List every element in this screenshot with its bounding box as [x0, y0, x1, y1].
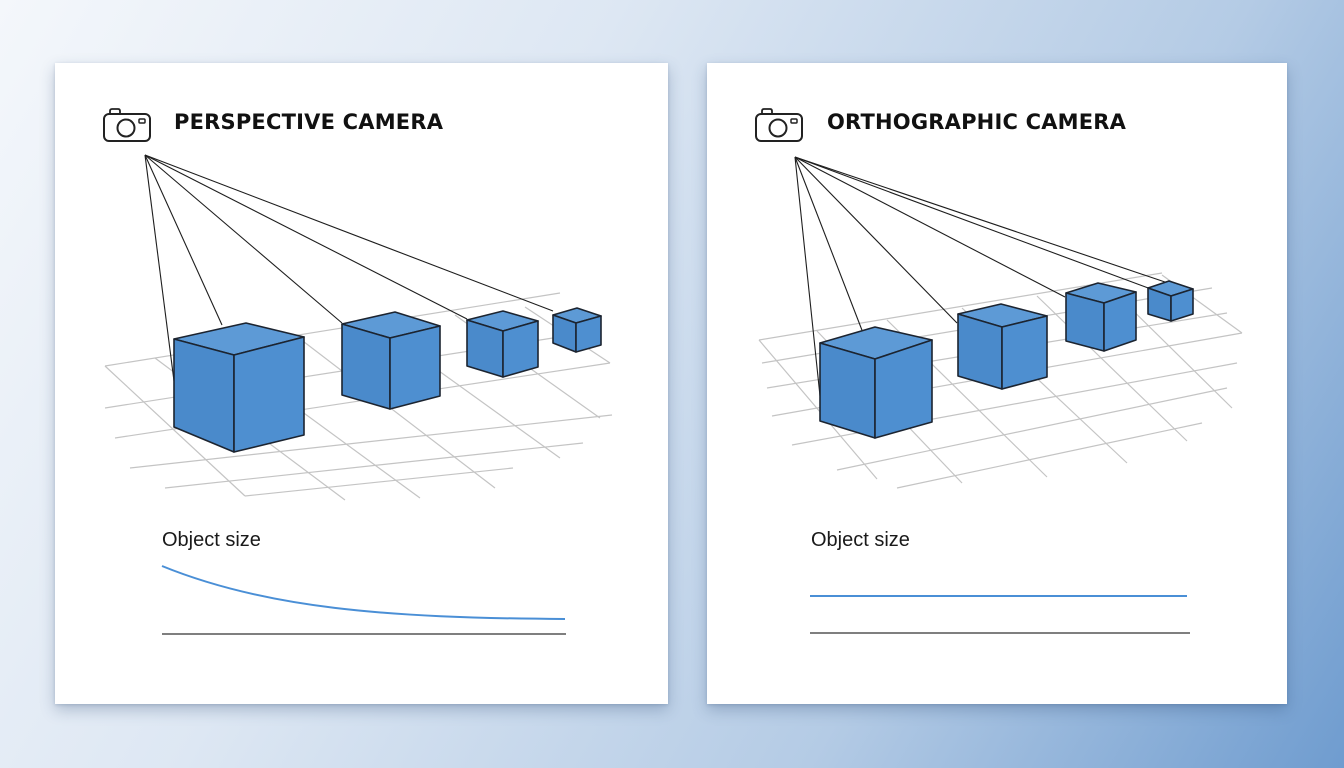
cube-4 — [552, 307, 602, 353]
panel-title: PERSPECTIVE CAMERA — [174, 110, 444, 134]
cube-2 — [957, 303, 1048, 390]
cube-3 — [466, 310, 539, 378]
cube-1 — [819, 326, 933, 439]
object-size-graph — [810, 595, 1190, 634]
camera-rays — [794, 156, 1166, 397]
object-size-label: Object size — [811, 529, 910, 551]
object-size-label: Object size — [162, 529, 261, 551]
camera-icon — [755, 108, 803, 142]
camera-icon — [103, 108, 151, 142]
perspective-scene — [104, 154, 613, 501]
orthographic-scene — [758, 156, 1243, 489]
perspective-camera-panel: PERSPECTIVE CAMERA — [55, 63, 668, 704]
cube-2 — [341, 311, 441, 410]
orthographic-camera-panel: ORTHOGRAPHIC CAMERA — [707, 63, 1287, 704]
cube-4 — [1147, 280, 1194, 322]
size-curve — [161, 565, 566, 620]
cube-3 — [1065, 282, 1137, 352]
cube-1 — [173, 322, 305, 453]
panel-title: ORTHOGRAPHIC CAMERA — [827, 110, 1127, 134]
object-size-graph — [161, 565, 566, 635]
camera-rays — [144, 154, 554, 382]
